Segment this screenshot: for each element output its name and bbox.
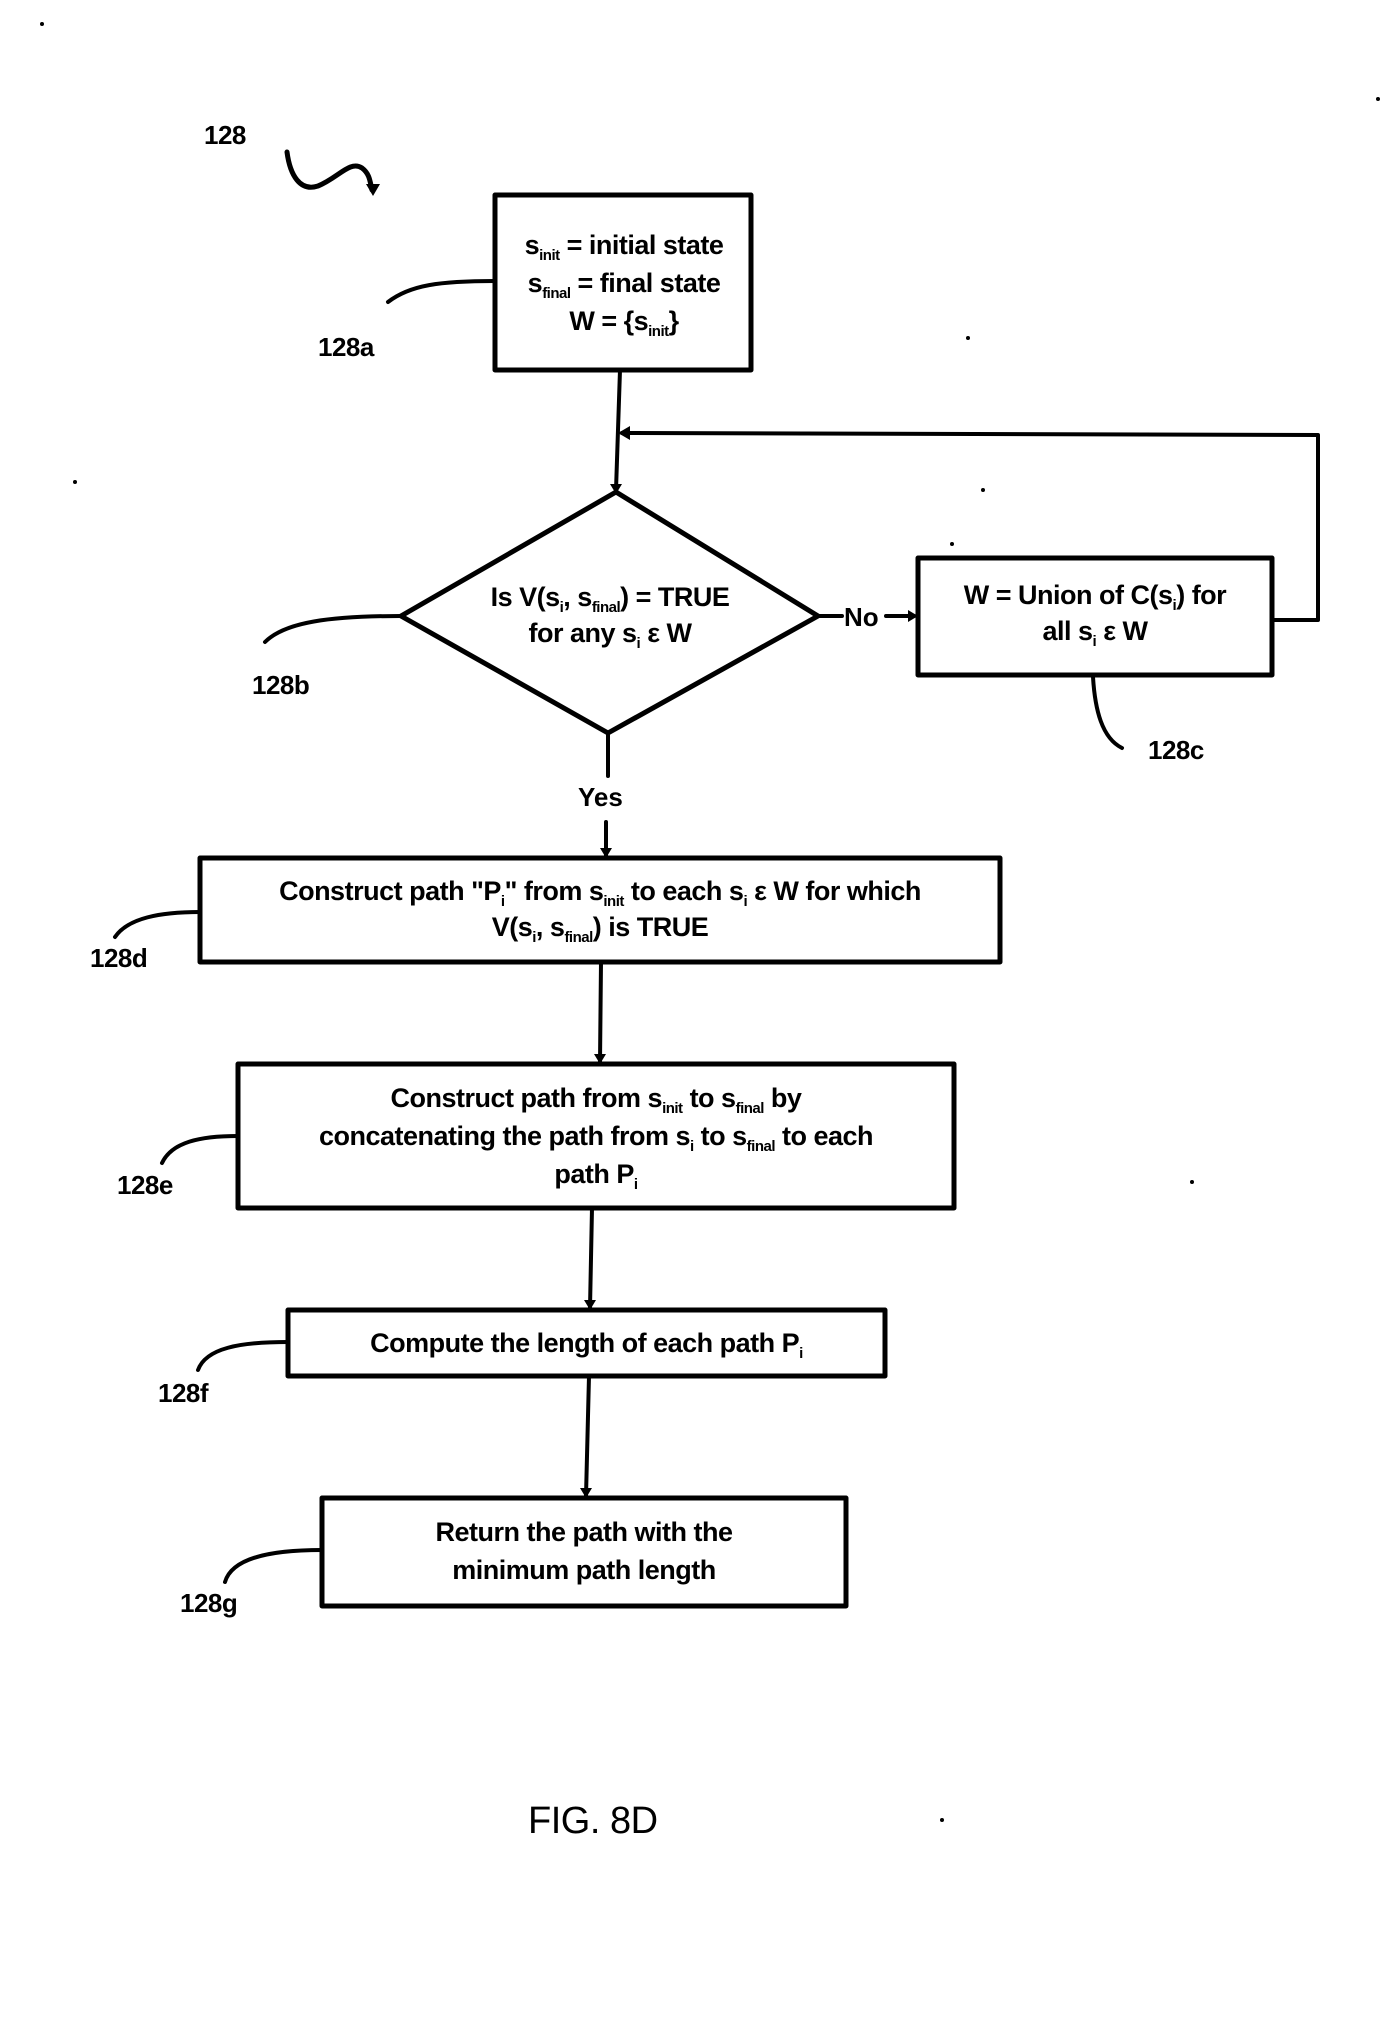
ref-label-128d: 128d	[90, 943, 147, 974]
leader-128c	[1093, 677, 1122, 748]
figure-reference-number: 128	[204, 120, 246, 151]
node-text-line: W = {sinit}	[569, 302, 678, 340]
ref-label-128f: 128f	[158, 1378, 208, 1409]
ref-label-128g: 128g	[180, 1588, 237, 1619]
node-text-union: W = Union of C(si) forall si ε W	[920, 568, 1270, 658]
leader-128a	[388, 281, 495, 302]
node-text-line: sinit = initial state	[525, 226, 724, 264]
node-text-line: Is V(si, sfinal) = TRUE	[491, 579, 730, 615]
node-text-line: sfinal = final state	[528, 264, 721, 302]
scan-speck	[981, 488, 985, 492]
node-text-line: W = Union of C(si) for	[964, 577, 1226, 613]
edge-label-no: No	[844, 602, 879, 633]
leader-128b	[265, 616, 401, 642]
scan-speck	[1190, 1180, 1194, 1184]
node-text-line: Construct path from sinit to sfinal by	[391, 1079, 802, 1117]
node-text-init: sinit = initial statesfinal = final stat…	[497, 215, 751, 350]
node-text-return-min: Return the path with theminimum path len…	[324, 1506, 844, 1596]
leader-128g	[225, 1550, 322, 1582]
edge-construct-pi-to-concatenate	[600, 962, 601, 1062]
node-text-line: path Pi	[554, 1155, 637, 1193]
node-text-construct-pi: Construct path "Pi" from sinit to each s…	[202, 864, 998, 954]
leader-128e	[162, 1136, 238, 1163]
scan-speck	[40, 22, 44, 26]
node-text-line: V(si, sfinal) is TRUE	[492, 909, 709, 945]
node-text-line: all si ε W	[1042, 613, 1147, 649]
node-text-line: minimum path length	[452, 1551, 716, 1589]
scan-speck	[950, 542, 954, 546]
arrowhead-figure-ref	[366, 184, 380, 196]
ref-label-128a: 128a	[318, 332, 374, 363]
edge-label-yes: Yes	[578, 782, 623, 813]
node-text-line: Return the path with the	[436, 1513, 733, 1551]
leader-128d	[115, 912, 200, 937]
node-text-line: for any si ε W	[528, 615, 691, 651]
edge-init-to-decision	[616, 370, 620, 490]
node-text-decision: Is V(si, sfinal) = TRUEfor any si ε W	[430, 570, 790, 660]
ref-label-128b: 128b	[252, 670, 309, 701]
ref-label-128e: 128e	[117, 1170, 173, 1201]
ref-label-128c: 128c	[1148, 735, 1204, 766]
leader-128f	[198, 1342, 288, 1370]
node-text-concatenate: Construct path from sinit to sfinal byco…	[240, 1070, 952, 1202]
edge-compute-length-to-return-min	[586, 1376, 589, 1496]
scan-speck	[1376, 97, 1380, 101]
scan-speck	[940, 1818, 944, 1822]
edge-concatenate-to-compute-length	[590, 1208, 592, 1308]
figure-caption: FIG. 8D	[528, 1800, 658, 1843]
figure-reference-arrow	[287, 152, 372, 190]
node-text-line: Construct path "Pi" from sinit to each s…	[279, 873, 921, 909]
node-text-line: concatenating the path from si to sfinal…	[319, 1117, 873, 1155]
scan-speck	[73, 480, 77, 484]
scan-speck	[966, 336, 970, 340]
node-text-compute-length: Compute the length of each path Pi	[290, 1312, 883, 1374]
node-text-line: Compute the length of each path Pi	[370, 1325, 803, 1361]
